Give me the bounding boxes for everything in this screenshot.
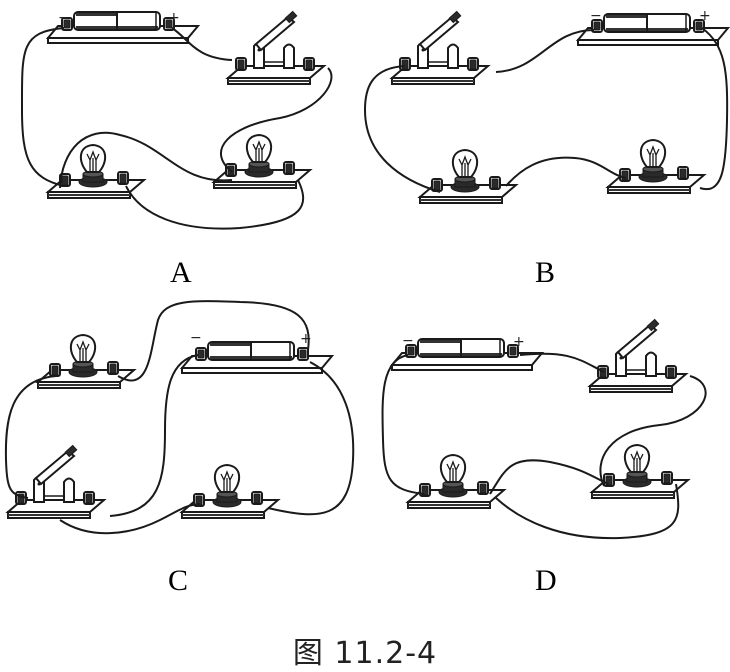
switch-b [391, 10, 489, 86]
positive-sign-d: + [513, 334, 525, 350]
switch-c [7, 444, 105, 519]
panel-d: − + [381, 318, 707, 540]
wire-b [505, 156, 627, 187]
panel-b: − + [363, 8, 729, 204]
wire-d [495, 483, 680, 540]
panel-a: − + [20, 10, 333, 230]
switch-d [589, 318, 687, 393]
wire-b [495, 29, 595, 73]
lamp-c2 [181, 464, 279, 519]
panel-label-b: B [535, 256, 555, 289]
lamp-b2 [607, 139, 705, 194]
wire-d [519, 352, 605, 373]
wire-d [381, 354, 425, 495]
panel-label-c: C [168, 564, 188, 597]
wire-a [171, 27, 233, 61]
negative-sign-c: − [190, 330, 202, 346]
wire-c [109, 354, 199, 517]
wire-d [489, 459, 609, 495]
negative-sign-d: − [402, 333, 414, 349]
lamp-d1 [407, 454, 505, 509]
panel-label-a: A [170, 256, 192, 289]
positive-sign-c: + [300, 331, 312, 347]
positive-sign-a: + [168, 10, 180, 26]
panel-c: − + [4, 300, 355, 535]
wire-b [363, 65, 441, 193]
positive-sign-b: + [699, 8, 711, 24]
wire-c [267, 361, 355, 516]
wire-a [20, 27, 65, 187]
figure-caption: 图 11.2-4 [292, 636, 438, 671]
negative-sign-a: − [58, 10, 70, 26]
switch-a [227, 10, 325, 86]
lamp-d2 [591, 444, 689, 499]
wire-a [125, 179, 305, 230]
wire-c [59, 503, 201, 535]
lamp-c1 [37, 334, 135, 389]
wire-c [117, 300, 310, 382]
lamp-b1 [419, 149, 517, 204]
wire-c [4, 375, 57, 499]
panel-label-d: D [535, 564, 557, 597]
wire-b [699, 27, 729, 191]
wire-a [59, 131, 233, 189]
wire-a [219, 67, 333, 173]
negative-sign-b: − [590, 8, 602, 24]
circuit-figure: − + A − + B − + C [4, 8, 729, 597]
wire-d [599, 375, 707, 487]
